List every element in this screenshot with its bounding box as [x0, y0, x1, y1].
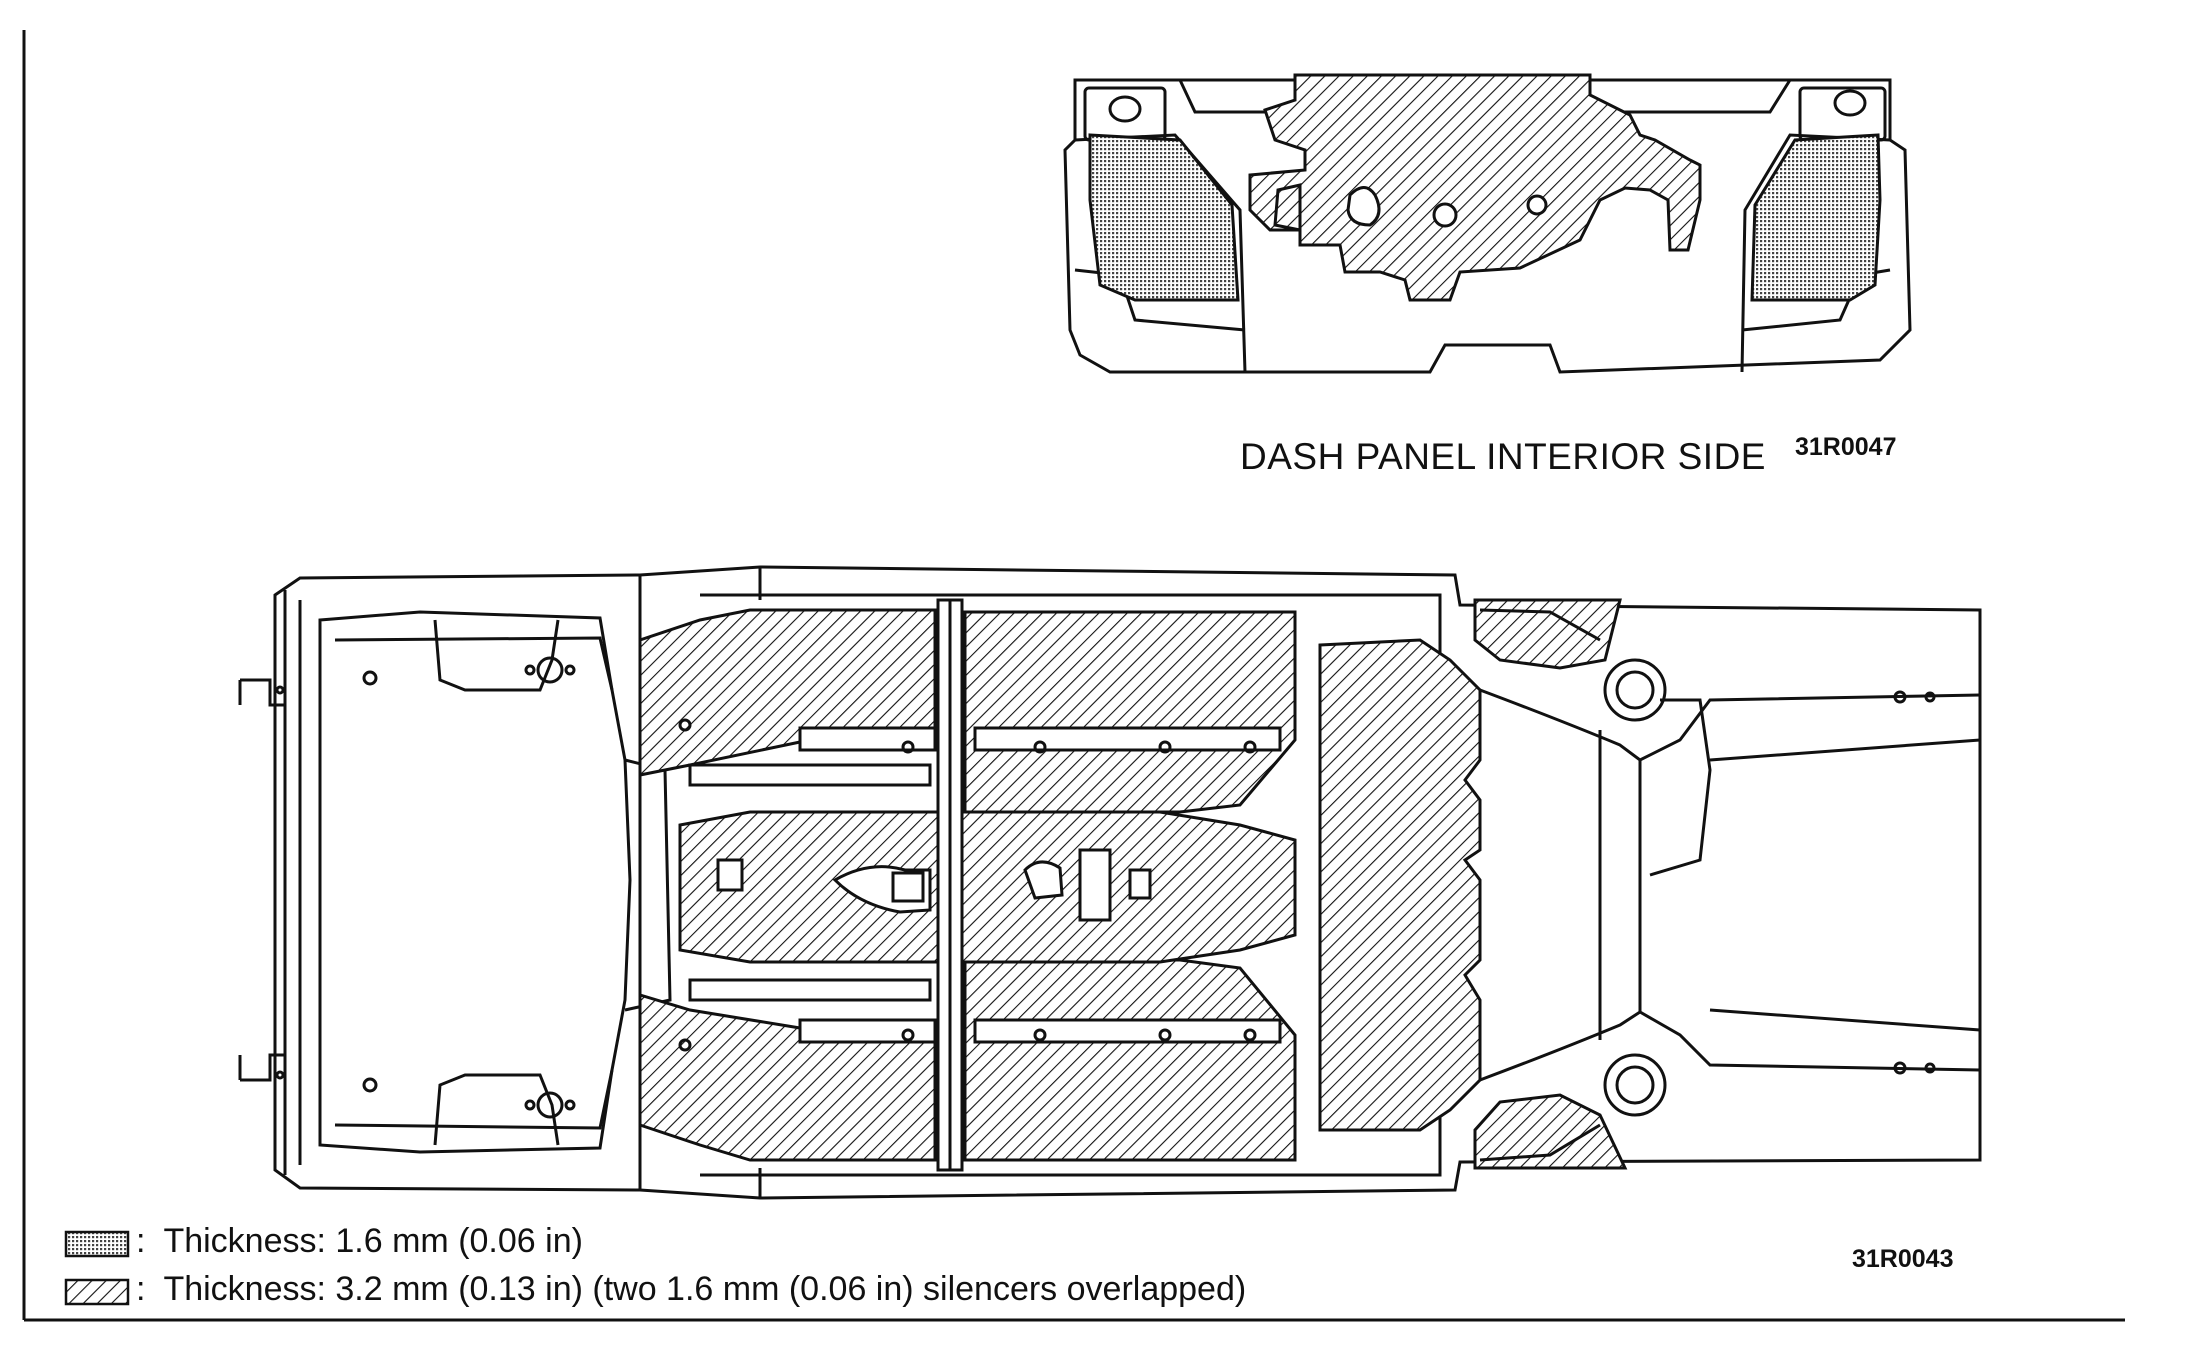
legend-dotted-swatch — [64, 1230, 130, 1258]
dash-panel-title: DASH PANEL INTERIOR SIDE — [1240, 436, 1766, 477]
dash-center-thick-silencer — [1248, 73, 1702, 302]
dash-left-thin-silencer — [1088, 133, 1240, 302]
legend-hatched-swatch — [64, 1278, 130, 1306]
dash-panel-code: 31R0047 — [1795, 433, 1897, 461]
underbody-drawing — [238, 565, 1982, 1200]
legend-item-thick: : Thickness: 3.2 mm (0.13 in) (two 1.6 m… — [66, 1270, 1246, 1309]
rear-right-wheelhouse-silencer — [1473, 1093, 1628, 1170]
legend-separator: : — [136, 1270, 146, 1308]
rear-left-wheelhouse-silencer — [1473, 598, 1622, 670]
underbody-code: 31R0043 — [1852, 1245, 1954, 1273]
rear-left-strut-tower — [1603, 658, 1667, 722]
engine-bay — [318, 610, 632, 1154]
rear-right-strut-tower — [1603, 1053, 1667, 1117]
tunnel-silencer — [678, 810, 1297, 964]
legend-item-thin: : Thickness: 1.6 mm (0.06 in) — [66, 1222, 583, 1261]
dash-right-thin-silencer — [1750, 133, 1882, 302]
legend-text-thin: Thickness: 1.6 mm (0.06 in) — [163, 1222, 583, 1260]
legend-text-thick: Thickness: 3.2 mm (0.13 in) (two 1.6 mm … — [163, 1270, 1247, 1308]
floor-right-rear-silencer — [963, 958, 1297, 1162]
legend-separator: : — [136, 1222, 146, 1260]
dash-panel-drawing — [1063, 73, 1912, 374]
rear-seat-silencer — [1318, 638, 1482, 1132]
floor-left-rear-silencer — [963, 610, 1297, 814]
